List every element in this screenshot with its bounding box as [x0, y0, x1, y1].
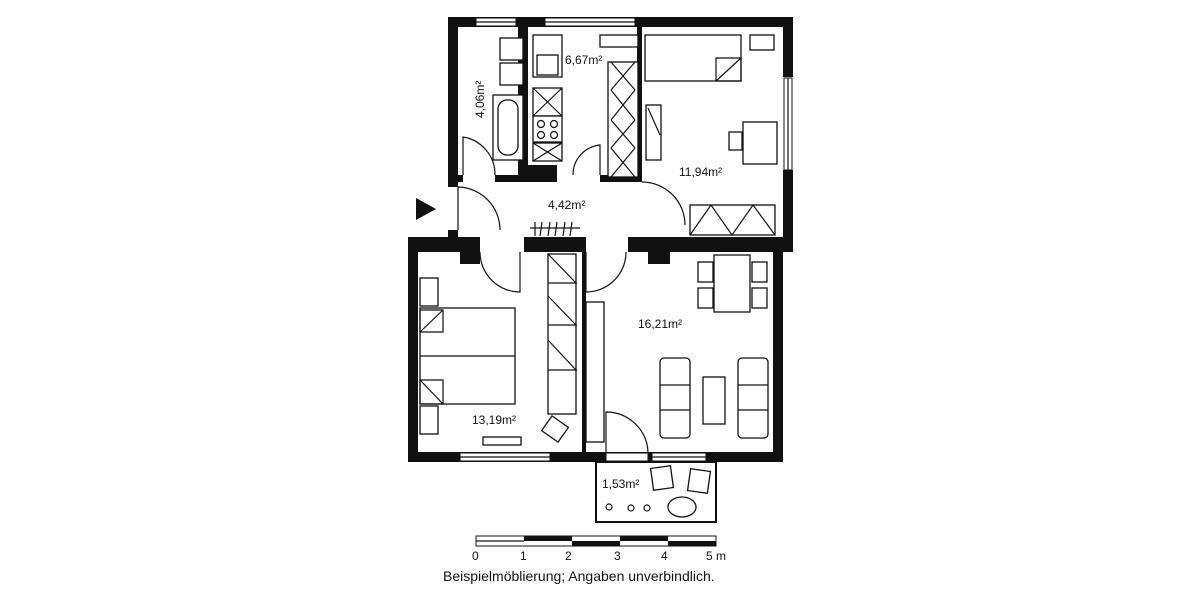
scale-tick-3: 3 — [614, 549, 621, 563]
living-room-furniture — [585, 254, 769, 443]
balcony — [595, 461, 717, 523]
room-area-balcony: 1,53m² — [602, 477, 639, 491]
room-area-kitchen: 6,67m² — [565, 53, 602, 67]
kitchen-fixtures — [532, 34, 639, 178]
room-area-top-right: 11,94m² — [679, 165, 722, 179]
doors — [457, 136, 686, 453]
scale-tick-4: 4 — [661, 549, 668, 563]
room-area-bathroom: 4,06m² — [473, 81, 487, 118]
room-area-living-room: 16,21m² — [638, 317, 682, 331]
room-area-hallway: 4,42m² — [548, 198, 585, 212]
coat-rack — [530, 221, 580, 237]
scale-bar — [475, 535, 717, 547]
entrance-marker-icon — [416, 198, 436, 220]
caption: Beispielmöblierung; Angaben unverbindlic… — [443, 568, 715, 584]
room-area-bedroom: 13,19m² — [472, 413, 516, 427]
scale-tick-5: 5 m — [706, 549, 726, 563]
room-top-right-furniture — [644, 34, 778, 237]
bedroom-furniture — [419, 253, 578, 446]
scale-tick-2: 2 — [565, 549, 572, 563]
scale-tick-0: 0 — [472, 549, 479, 563]
scale-tick-1: 1 — [520, 549, 527, 563]
bathroom-fixtures — [492, 37, 524, 161]
